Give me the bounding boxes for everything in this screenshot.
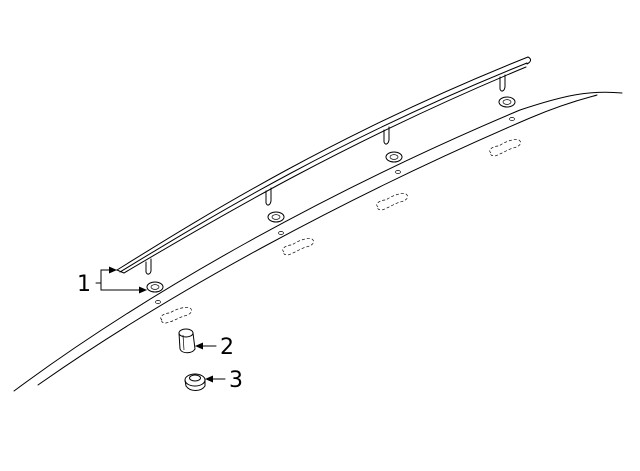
part-3-grommet bbox=[184, 373, 206, 391]
mounting-stud bbox=[145, 258, 152, 275]
callout-1-bracket bbox=[95, 269, 102, 291]
grommet bbox=[385, 151, 403, 163]
roof-panel bbox=[13, 91, 623, 392]
molding-front-tip bbox=[116, 269, 125, 274]
callout-3-label: 3 bbox=[229, 368, 243, 393]
stud-grommets bbox=[146, 96, 516, 293]
grommet bbox=[146, 281, 164, 293]
grommet bbox=[498, 96, 516, 108]
roof-holes bbox=[155, 117, 515, 304]
mounting-stud bbox=[383, 126, 390, 145]
roof-hole bbox=[395, 170, 401, 174]
roof-inner-edge bbox=[37, 94, 598, 386]
keyhole-slot bbox=[160, 307, 192, 324]
molding-lower-line bbox=[123, 66, 527, 274]
callout-2: 2 bbox=[195, 335, 234, 360]
roof-outer-edge bbox=[13, 91, 623, 392]
part-2-clip bbox=[178, 328, 196, 354]
molding-end-cap bbox=[526, 56, 531, 65]
keyhole-slots bbox=[160, 139, 521, 324]
callout-2-label: 2 bbox=[220, 335, 234, 360]
keyhole-slot bbox=[282, 238, 314, 256]
mounting-stud bbox=[265, 187, 272, 206]
keyhole-slot bbox=[489, 139, 521, 157]
mounting-stud bbox=[499, 74, 506, 92]
keyhole-slot bbox=[376, 193, 408, 211]
roof-hole bbox=[278, 231, 284, 235]
roof-hole bbox=[509, 117, 515, 121]
callout-1-label: 1 bbox=[77, 272, 91, 297]
callout-3: 3 bbox=[205, 368, 243, 393]
grommet bbox=[267, 211, 285, 223]
molding-bottom-line bbox=[119, 62, 528, 273]
roof-hole bbox=[155, 300, 161, 304]
molding-top-line bbox=[116, 56, 529, 271]
callout-1: 1 bbox=[77, 266, 147, 297]
roof-rail-molding bbox=[116, 56, 531, 275]
